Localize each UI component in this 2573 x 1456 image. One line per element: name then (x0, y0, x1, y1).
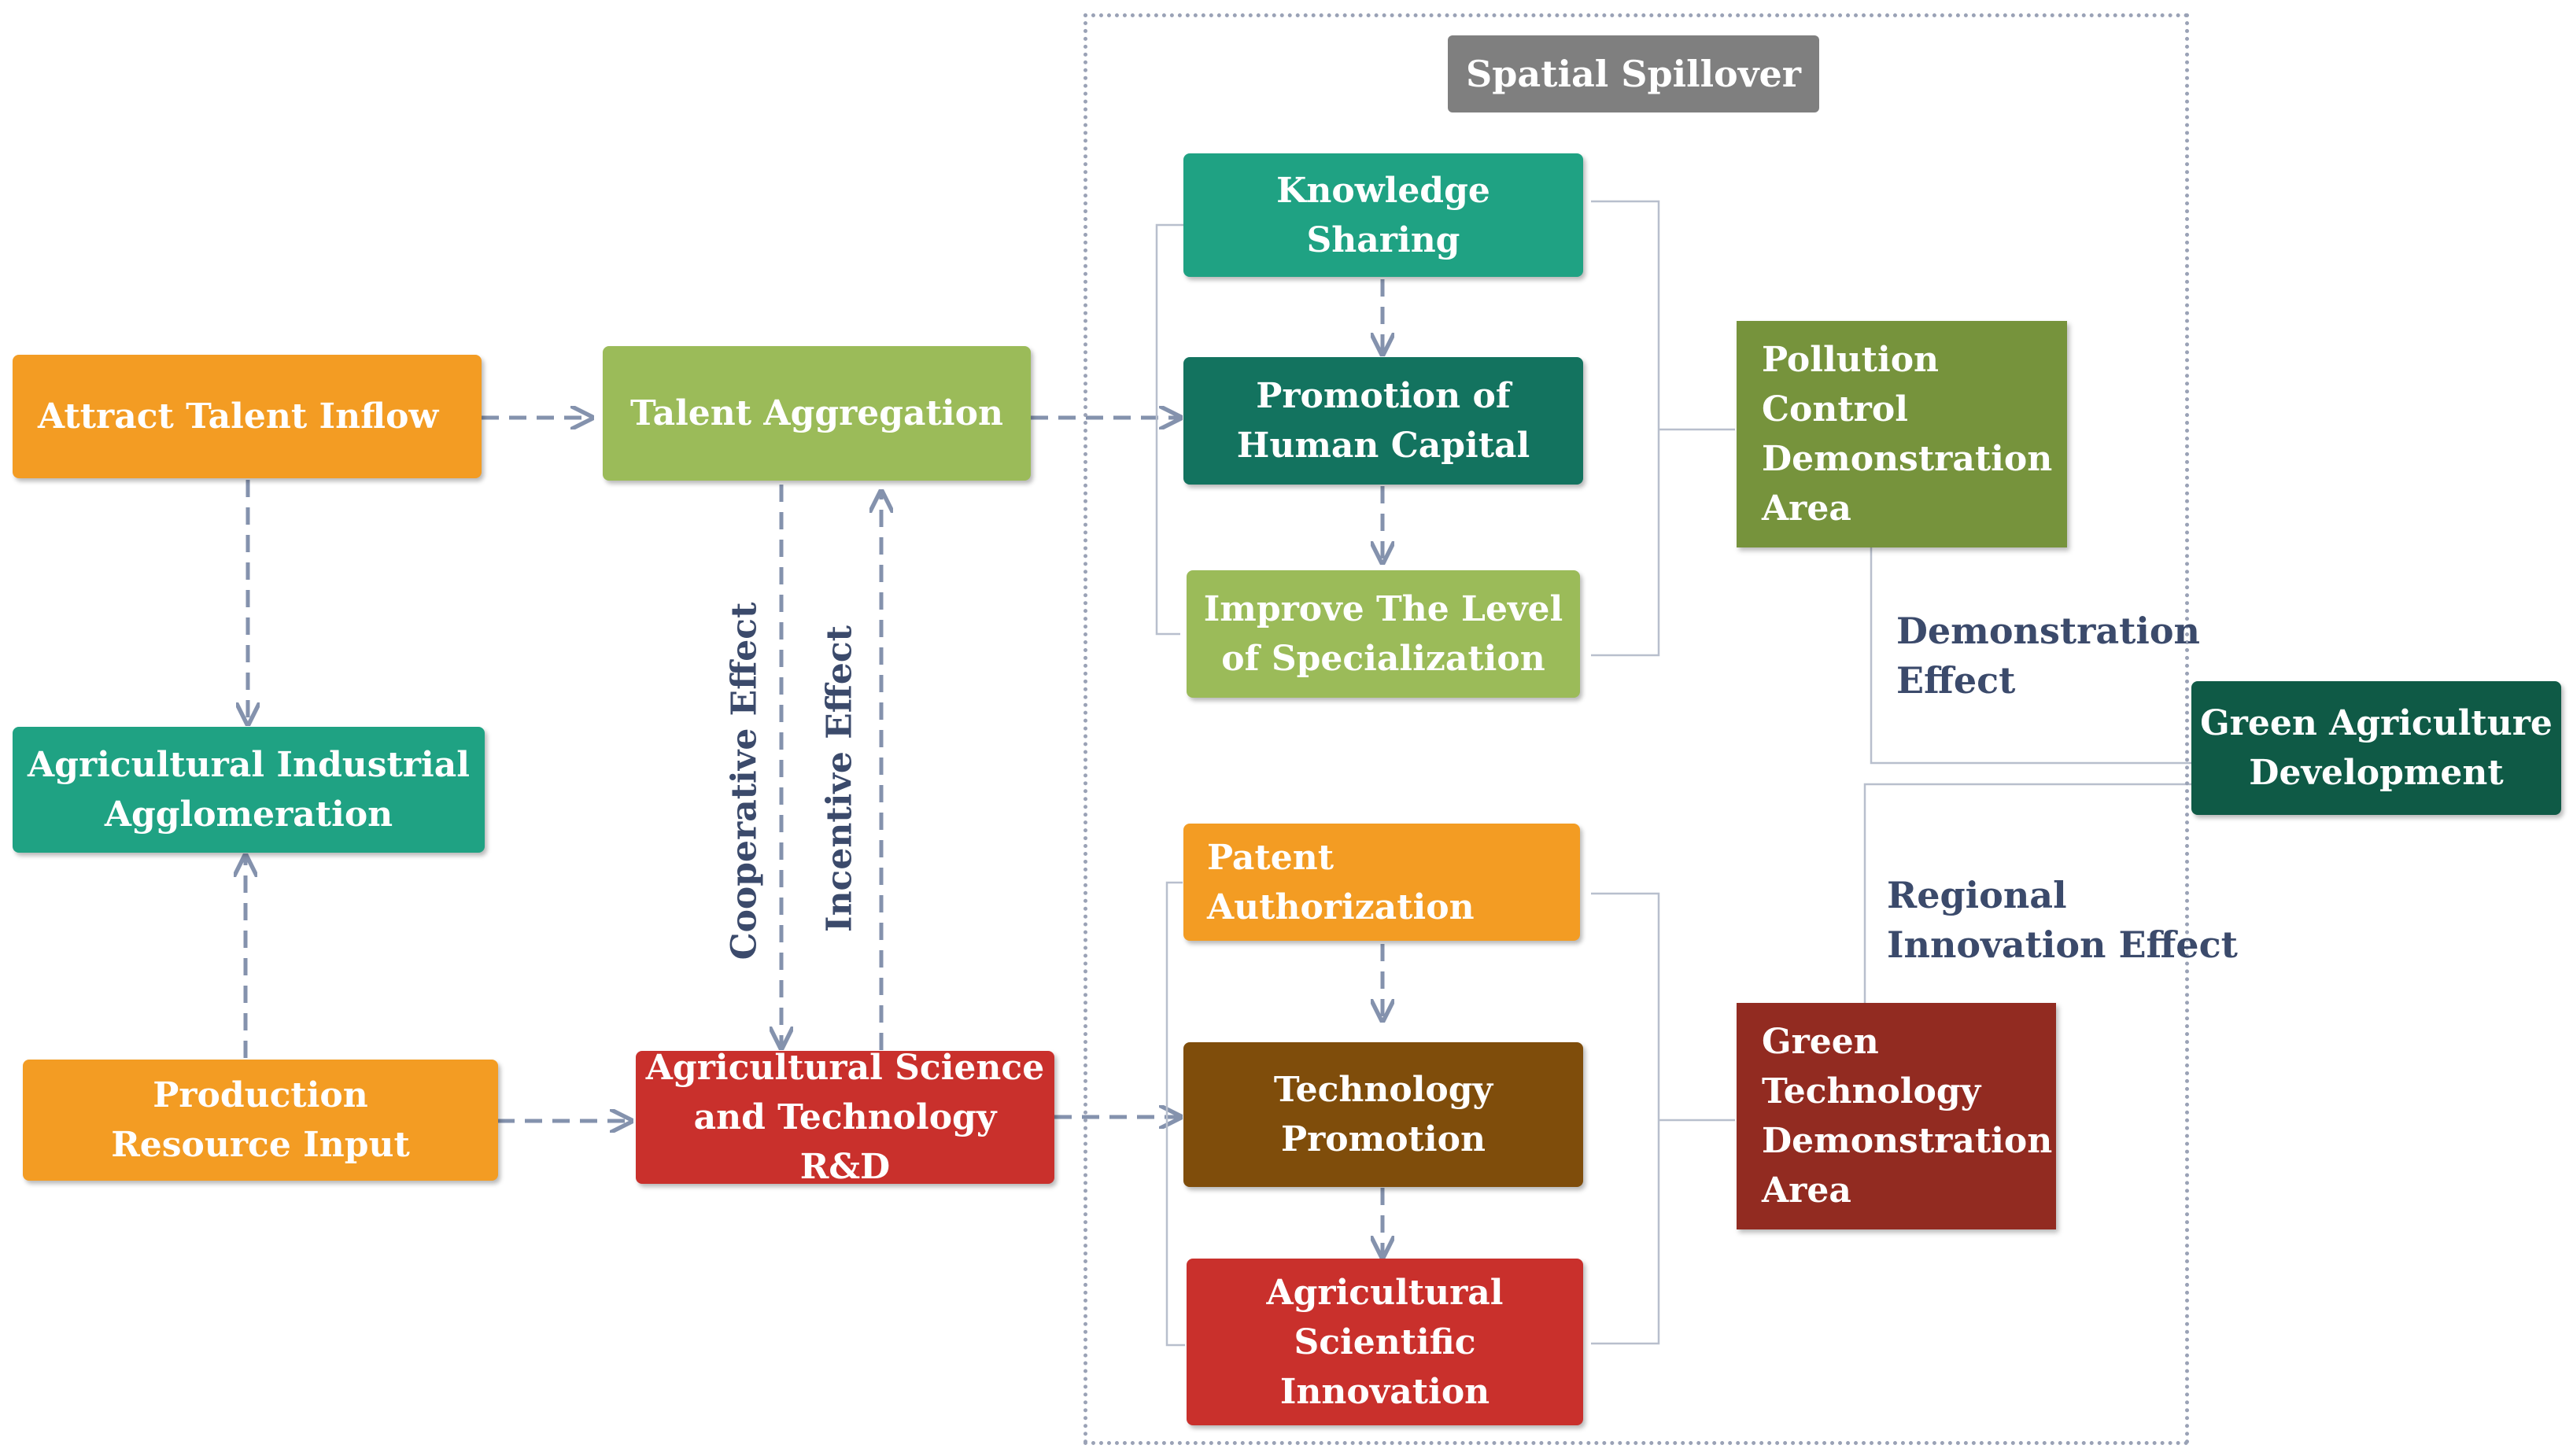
node-production-resource-input: Production Resource Input (23, 1060, 498, 1181)
node-attract-talent-inflow: Attract Talent Inflow (13, 355, 482, 478)
node-talent-aggregation: Talent Aggregation (603, 346, 1031, 481)
spatial-spillover-region (1083, 13, 2189, 1445)
node-promotion-of-human-capital: Promotion of Human Capital (1183, 357, 1583, 485)
bracket-lower-right (1591, 892, 1660, 1345)
node-pollution-control-demonstration-area: Pollution Control Demonstration Area (1737, 321, 2067, 547)
node-green-agriculture-development: Green Agriculture Development (2191, 681, 2561, 815)
node-agricultural-science-rd: Agricultural Science and Technology R&D (636, 1048, 1054, 1187)
bracket-upper-left (1155, 223, 1194, 636)
label-demonstration-effect: Demonstration Effect (1896, 610, 2200, 702)
label-cooperative-effect: Cooperative Effect (724, 602, 765, 960)
node-technology-promotion: Technology Promotion (1183, 1042, 1583, 1187)
node-green-technology-demonstration-area: Green Technology Demonstration Area (1737, 1003, 2056, 1229)
label-incentive-effect: Incentive Effect (819, 625, 860, 933)
node-improve-specialization: Improve The Level of Specialization (1187, 570, 1580, 698)
node-knowledge-sharing: Knowledge Sharing (1183, 153, 1583, 277)
label-regional-innovation-effect: Regional Innovation Effect (1887, 874, 2238, 966)
connector-greentech-to-green (1863, 783, 2194, 1003)
connector-pollution-to-green (1870, 547, 2194, 765)
node-agricultural-scientific-innovation: Agricultural Scientific Innovation (1187, 1259, 1583, 1425)
node-agricultural-industrial-agglomeration: Agricultural Industrial Agglomeration (13, 727, 485, 853)
node-patent-authorization: Patent Authorization (1183, 824, 1580, 941)
bracket-lower-left (1165, 881, 1185, 1347)
spatial-spillover-title: Spatial Spillover (1448, 35, 1819, 112)
bracket-upper-right (1591, 200, 1660, 657)
